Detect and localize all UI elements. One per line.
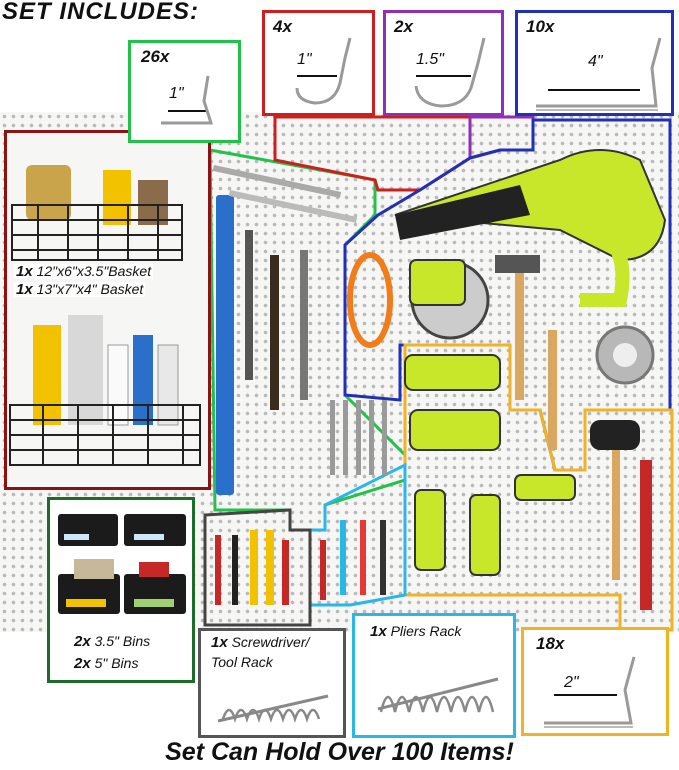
straight-hook-icon [536, 37, 662, 111]
hook-size: 1" [169, 85, 184, 102]
basket-label-1: 1x 12"x6"x3.5"Basket [14, 263, 154, 280]
pliers-rack-label: 1x Pliers Rack [370, 623, 462, 640]
basket-illustration [9, 165, 201, 466]
hook-card-10x: 10x 4" [515, 10, 674, 116]
screwdriver-rack-line2: Tool Rack [211, 654, 273, 670]
bins-panel: 2x 3.5" Bins 2x 5" Bins [47, 497, 195, 683]
hook-card-18x: 18x 2" [521, 627, 669, 736]
screwdriver-rack-qty: 1x [211, 634, 228, 651]
hook-qty: 26x [141, 47, 170, 66]
screwdriver-rack-card: 1x Screwdriver/ Tool Rack [198, 628, 346, 738]
pliers-rack-qty: 1x [370, 623, 387, 640]
pliers-rack-title: Pliers Rack [390, 623, 462, 639]
hook-qty: 10x [526, 17, 555, 36]
hook-size: 4" [588, 53, 603, 70]
screwdriver-rack-icon [217, 694, 329, 723]
hook-2in-icon [544, 656, 636, 728]
bins-size-1: 3.5" Bins [94, 633, 151, 649]
pliers-rack-icon [377, 677, 499, 713]
pliers-rack-card: 1x Pliers Rack [352, 613, 516, 738]
hook-size: 1" [297, 51, 312, 68]
basket-qty-1: 1x [16, 263, 33, 280]
hook-qty: 4x [273, 17, 292, 36]
hook-size: 1.5" [416, 51, 444, 68]
bins-size-2: 5" Bins [94, 655, 139, 671]
footer-tagline: Set Can Hold Over 100 Items! [165, 738, 514, 766]
j-hook-large-icon [414, 37, 486, 108]
screwdriver-rack-line1: 1x Screwdriver/ [211, 634, 310, 651]
basket-size-2: 13"x7"x4" Basket [36, 281, 144, 297]
hook-card-2x: 2x 1.5" [383, 10, 504, 116]
bins-qty-1: 2x [74, 633, 91, 650]
screwdriver-rack-title: Screwdriver/ [231, 634, 310, 650]
j-hook-icon [295, 37, 352, 105]
hook-qty: 18x [536, 634, 565, 653]
bins-qty-2: 2x [74, 655, 91, 672]
hook-card-26x: 26x 1" [128, 40, 241, 143]
bins-illustration [58, 514, 186, 614]
bins-label-1: 2x 3.5" Bins [74, 633, 151, 650]
hook-1in-icon [161, 75, 214, 125]
bins-label-2: 2x 5" Bins [74, 655, 139, 672]
page-title: SET INCLUDES: [2, 0, 200, 25]
hook-size: 2" [564, 674, 579, 691]
basket-qty-2: 1x [16, 281, 33, 298]
basket-size-1: 12"x6"x3.5"Basket [36, 263, 152, 279]
hook-qty: 2x [394, 17, 413, 36]
hook-card-4x: 4x 1" [262, 10, 375, 116]
basket-label-2: 1x 13"x7"x4" Basket [14, 281, 146, 298]
